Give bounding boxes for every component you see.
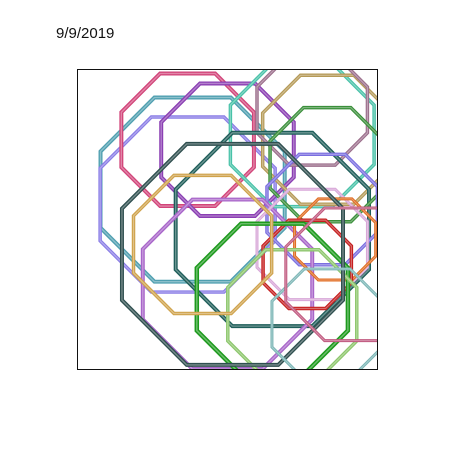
octagon-outline <box>194 221 351 369</box>
artwork-canvas <box>98 70 377 369</box>
octagon-outline <box>255 70 370 167</box>
abstract-artwork <box>77 69 378 370</box>
octagon-highlight <box>175 132 370 327</box>
octagon-highlight <box>269 106 377 223</box>
octagon-outline <box>119 141 346 367</box>
octagon-outline <box>268 105 377 224</box>
octagon-highlight <box>256 70 369 166</box>
octagon-outline <box>159 81 296 219</box>
octagon-highlight <box>196 222 349 369</box>
octagon-highlight <box>121 143 344 366</box>
octagon-outline <box>119 71 256 209</box>
octagon-highlight <box>120 72 255 207</box>
octagon-highlight <box>132 174 273 315</box>
octagon-outline <box>173 130 372 329</box>
octagon-outline <box>265 152 377 267</box>
octagon-highlight <box>285 207 377 342</box>
octagon-outline <box>270 267 377 369</box>
octagon-highlight <box>266 153 377 266</box>
octagon-outline <box>284 206 377 343</box>
octagon-outline <box>131 173 274 316</box>
date-label: 9/9/2019 <box>56 25 115 42</box>
octagon-highlight <box>160 82 295 217</box>
octagon-highlight <box>271 268 377 369</box>
